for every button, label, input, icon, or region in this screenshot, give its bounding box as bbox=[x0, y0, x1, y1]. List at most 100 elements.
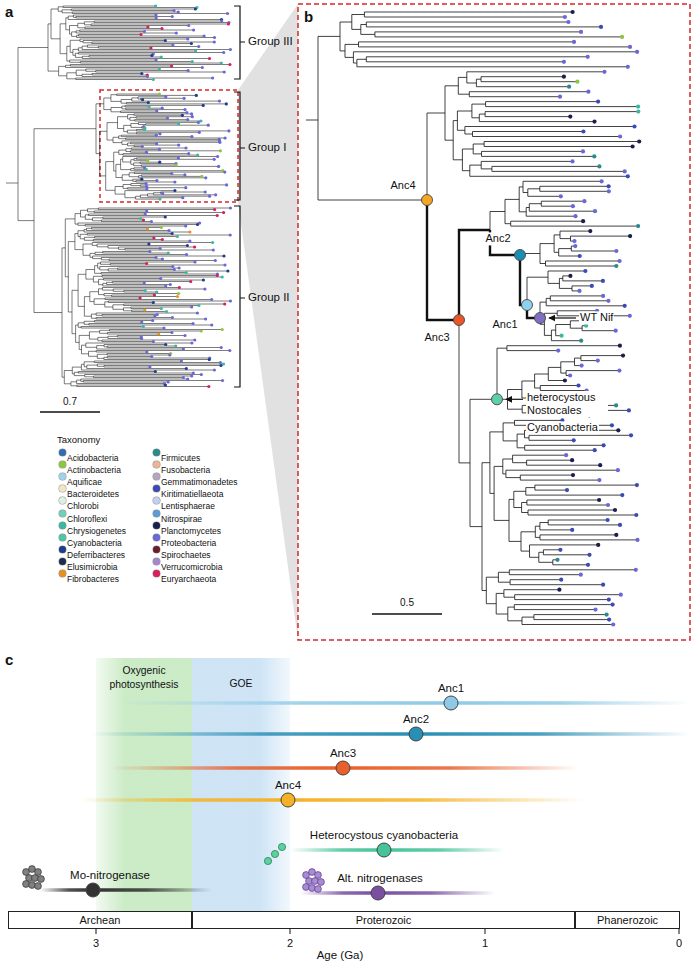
tip-dot bbox=[614, 329, 618, 333]
legend-text: Chloroflexi bbox=[67, 514, 107, 524]
tip-dot bbox=[198, 131, 201, 134]
tip-dot bbox=[178, 266, 181, 269]
ancestor-label: Anc2 bbox=[484, 232, 511, 245]
tip-dot bbox=[601, 279, 605, 283]
tip-dot bbox=[176, 235, 179, 238]
tip-dot bbox=[175, 31, 178, 34]
tip-dot bbox=[213, 368, 216, 371]
scale-value: 0.7 bbox=[63, 396, 77, 408]
tip-dot bbox=[588, 229, 592, 233]
tip-dot bbox=[188, 230, 191, 233]
tip-dot bbox=[160, 307, 163, 310]
age-estimate-dot bbox=[377, 843, 391, 857]
tip-dot bbox=[582, 199, 586, 203]
legend-swatch bbox=[153, 570, 160, 577]
tree-branches bbox=[306, 12, 639, 625]
tip-dot bbox=[152, 340, 155, 343]
age-estimate-dot bbox=[371, 886, 385, 900]
tip-dot bbox=[164, 215, 167, 218]
tip-dot bbox=[193, 260, 196, 263]
tip-dot bbox=[167, 380, 170, 383]
leader-arrow bbox=[549, 317, 576, 318]
tip-dot bbox=[155, 134, 158, 137]
tip-dot bbox=[223, 171, 226, 174]
highlighted-lineage bbox=[427, 200, 540, 320]
legend-swatch bbox=[153, 510, 160, 517]
age-range-bar bbox=[290, 848, 505, 852]
tip-dot bbox=[164, 343, 167, 346]
tip-dot bbox=[203, 287, 206, 290]
tip-dot bbox=[153, 293, 156, 296]
tip-dot bbox=[213, 36, 216, 39]
tip-dot bbox=[221, 328, 224, 331]
axis-tick-label: 3 bbox=[93, 937, 99, 950]
tip-dot bbox=[593, 448, 597, 452]
legend-swatch bbox=[153, 485, 160, 492]
tip-dot bbox=[228, 63, 231, 66]
tip-dot bbox=[154, 370, 157, 373]
tip-dot bbox=[628, 234, 632, 238]
tip-dot bbox=[572, 239, 576, 243]
ancestor-label: Anc3 bbox=[423, 331, 450, 344]
zoom-panel-border bbox=[298, 4, 690, 640]
tip-dot bbox=[143, 308, 146, 311]
tip-dot bbox=[607, 184, 611, 188]
ancestor-marker bbox=[422, 195, 433, 206]
legend-text: Fibrobacteres bbox=[67, 574, 119, 584]
wild-type-label: WT Nif bbox=[579, 311, 614, 324]
tip-dot bbox=[177, 156, 180, 159]
tip-dot bbox=[570, 528, 574, 532]
tip-dot bbox=[203, 34, 206, 37]
tip-dot bbox=[599, 25, 603, 29]
tip-dot bbox=[605, 613, 609, 617]
tip-dot bbox=[183, 97, 186, 100]
tip-dot bbox=[190, 305, 193, 308]
tip-dot bbox=[593, 209, 597, 213]
tip-dot bbox=[183, 334, 186, 337]
legend-text: Kiritimatiellaeota bbox=[161, 489, 223, 499]
tip-dot bbox=[170, 172, 173, 175]
tip-dot bbox=[597, 498, 601, 502]
tip-dot bbox=[614, 403, 618, 407]
tip-dot bbox=[148, 365, 151, 368]
tip-dot bbox=[171, 316, 174, 319]
tip-dot bbox=[227, 129, 230, 132]
age-range-bar bbox=[120, 701, 690, 705]
tree-branches bbox=[6, 6, 231, 387]
tip-dot bbox=[177, 144, 180, 147]
tip-dot bbox=[197, 121, 200, 124]
tip-dot bbox=[617, 369, 621, 373]
tip-dot bbox=[606, 299, 610, 303]
legend-swatch bbox=[59, 510, 66, 517]
tip-dot bbox=[178, 286, 181, 289]
tip-dot bbox=[159, 277, 162, 280]
legend-swatch bbox=[59, 485, 66, 492]
tip-dot bbox=[224, 136, 227, 139]
tip-dot bbox=[579, 339, 583, 343]
tip-dots bbox=[139, 4, 233, 388]
ancestor-label: Anc1 bbox=[491, 318, 518, 331]
tip-dot bbox=[583, 269, 587, 273]
legend-swatch bbox=[153, 546, 160, 553]
tip-dot bbox=[217, 165, 220, 168]
tip-dot bbox=[191, 322, 194, 325]
tip-dot bbox=[572, 40, 576, 44]
tip-dot bbox=[158, 92, 161, 95]
tip-dot bbox=[177, 10, 180, 13]
tip-dot bbox=[158, 67, 161, 70]
legend-swatch bbox=[59, 570, 66, 577]
tip-dot bbox=[155, 142, 158, 145]
legend-swatch bbox=[153, 558, 160, 565]
tip-dot bbox=[171, 232, 174, 235]
tip-dot bbox=[579, 30, 583, 34]
tip-dot bbox=[620, 493, 624, 497]
tip-dot bbox=[225, 183, 228, 186]
panel-letter: c bbox=[5, 651, 13, 669]
tip-dot bbox=[601, 294, 605, 298]
tip-dot bbox=[185, 111, 188, 114]
tip-dot bbox=[564, 453, 568, 457]
tip-dot bbox=[222, 51, 225, 54]
